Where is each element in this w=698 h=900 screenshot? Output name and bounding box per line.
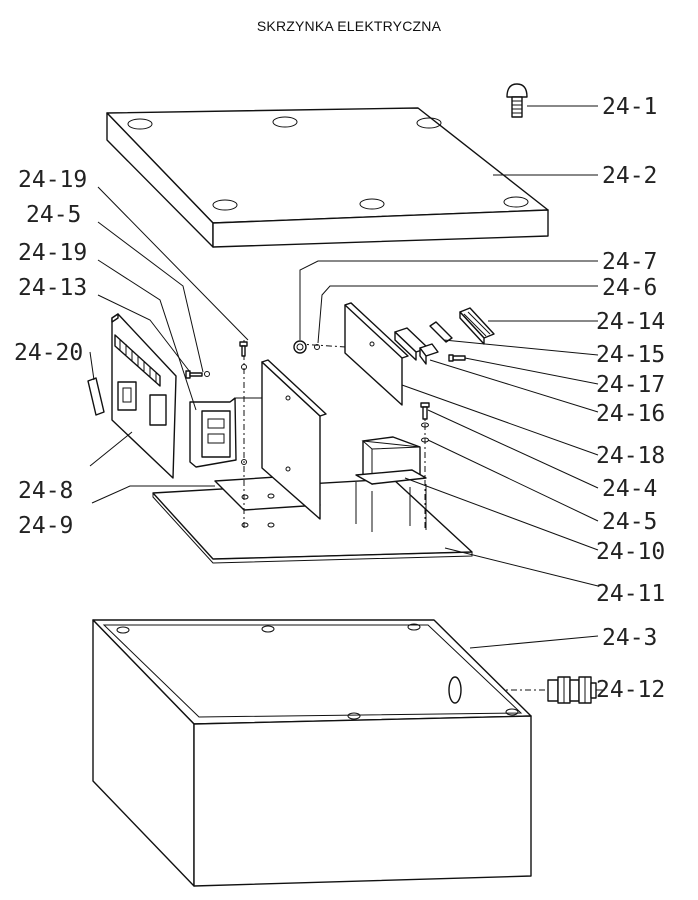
label-24-4: 24-4 <box>602 476 657 502</box>
label-24-2: 24-2 <box>602 163 657 189</box>
diagram-title: SKRZYNKA ELEKTRYCZNA <box>256 18 442 34</box>
label-24-13: 24-13 <box>18 275 87 301</box>
cable-gland-part <box>547 676 597 704</box>
bolt-part <box>506 83 528 118</box>
label-24-9: 24-9 <box>18 513 73 539</box>
label-24-10: 24-10 <box>596 539 665 565</box>
switch-part <box>394 327 439 365</box>
label-24-1: 24-1 <box>602 94 657 120</box>
label-24-7: 24-7 <box>602 249 657 275</box>
label-24-16: 24-16 <box>596 401 665 427</box>
label-24-18: 24-18 <box>596 443 665 469</box>
label-24-6: 24-6 <box>602 275 657 301</box>
label-24-8: 24-8 <box>18 478 73 504</box>
circuit-board-part <box>111 313 177 479</box>
label-24-5-right: 24-5 <box>602 509 657 535</box>
switch-panel-part <box>344 302 409 406</box>
label-24-3: 24-3 <box>602 625 657 651</box>
label-24-15: 24-15 <box>596 342 665 368</box>
screw-relay-part <box>420 402 430 443</box>
leader-lines <box>89 105 605 691</box>
fuse-part <box>87 377 105 416</box>
spacer-part <box>429 321 453 343</box>
screw-vertical-part <box>239 341 248 357</box>
relay-part <box>355 436 427 532</box>
label-24-12: 24-12 <box>596 677 665 703</box>
terminal-strip-part <box>459 307 495 345</box>
label-24-11: 24-11 <box>596 581 665 607</box>
label-24-14: 24-14 <box>596 309 665 335</box>
plug-part <box>293 340 320 354</box>
label-24-5-left: 24-5 <box>26 202 81 228</box>
lid-part <box>106 107 549 248</box>
enclosure-box-part <box>92 619 532 887</box>
screw-switch-part <box>448 354 466 362</box>
label-24-20: 24-20 <box>14 340 83 366</box>
mounting-bracket-part <box>261 359 327 520</box>
screw-horizontal-part <box>185 370 210 379</box>
label-24-17: 24-17 <box>596 372 665 398</box>
transformer-part <box>189 397 262 468</box>
label-24-19-second: 24-19 <box>18 240 87 266</box>
label-24-19-top: 24-19 <box>18 167 87 193</box>
